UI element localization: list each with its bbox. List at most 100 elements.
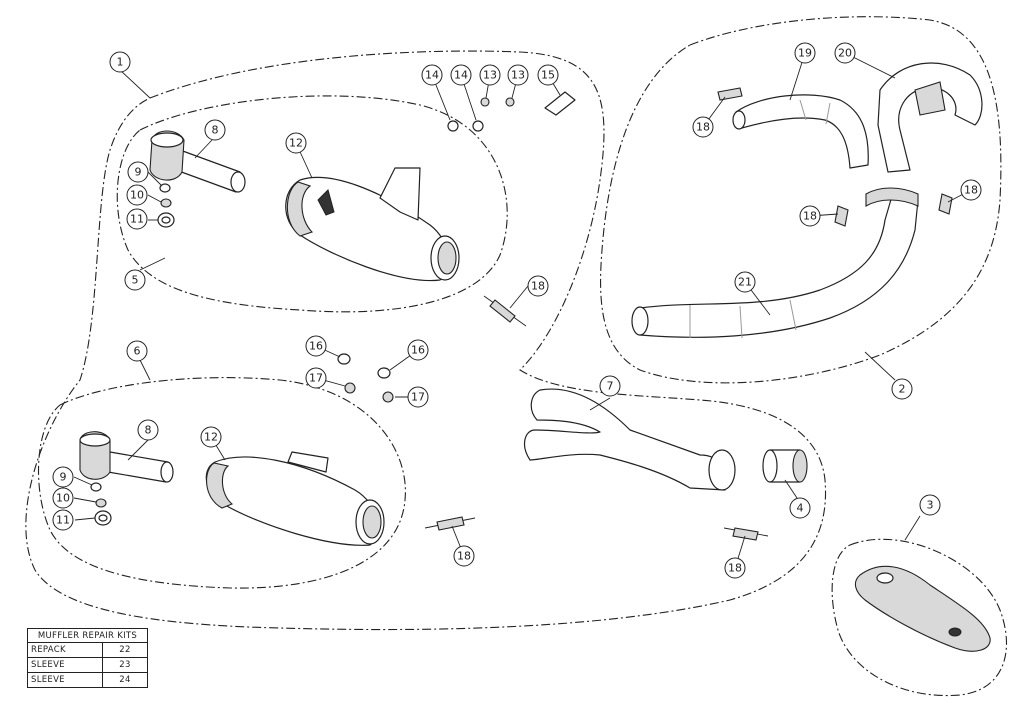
nut-10-upper bbox=[160, 198, 172, 208]
svg-text:1: 1 bbox=[117, 56, 124, 69]
washer-16b bbox=[377, 367, 391, 379]
link-pipe-upper bbox=[149, 130, 246, 193]
svg-text:12: 12 bbox=[204, 431, 218, 444]
svg-text:4: 4 bbox=[797, 502, 804, 515]
nut-13a bbox=[480, 97, 490, 107]
svg-text:11: 11 bbox=[130, 213, 144, 226]
heat-shield bbox=[854, 565, 991, 652]
svg-text:18: 18 bbox=[728, 562, 742, 575]
bolt-17a bbox=[344, 382, 356, 394]
svg-text:21: 21 bbox=[738, 276, 752, 289]
callout-9-lower: 9 bbox=[52, 466, 74, 488]
table-row: REPACK 22 bbox=[27, 642, 148, 658]
callout-5: 5 bbox=[124, 269, 146, 291]
muffler-upper bbox=[285, 167, 460, 282]
callout-18-mid: 18 bbox=[799, 205, 821, 227]
callout-16b: 16 bbox=[407, 339, 429, 361]
svg-text:7: 7 bbox=[607, 380, 614, 393]
callout-11-lower: 11 bbox=[52, 509, 74, 531]
svg-text:16: 16 bbox=[411, 344, 425, 357]
kit-item: SLEEVE bbox=[27, 672, 103, 688]
spring-18-group2 bbox=[717, 87, 953, 227]
washer-9-upper bbox=[159, 183, 171, 193]
svg-text:9: 9 bbox=[60, 471, 67, 484]
svg-text:10: 10 bbox=[130, 189, 144, 202]
svg-text:20: 20 bbox=[838, 47, 852, 60]
nut-13b bbox=[505, 97, 515, 107]
spring-18-lower-right bbox=[723, 527, 769, 541]
table-title: MUFFLER REPAIR KITS bbox=[27, 628, 148, 643]
sensor-plug-15 bbox=[544, 91, 576, 116]
header-pipe-19 bbox=[732, 94, 869, 169]
y-pipe bbox=[523, 388, 736, 491]
callout-13a: 13 bbox=[479, 64, 501, 86]
svg-text:14: 14 bbox=[425, 69, 439, 82]
callout-15: 15 bbox=[537, 64, 559, 86]
group-boundary-6 bbox=[37, 377, 406, 589]
callout-13b: 13 bbox=[507, 64, 529, 86]
group-boundary-1 bbox=[25, 50, 827, 631]
callout-12-upper: 12 bbox=[285, 132, 307, 154]
callout-9-upper: 9 bbox=[127, 161, 149, 183]
svg-text:12: 12 bbox=[289, 137, 303, 150]
svg-text:19: 19 bbox=[798, 47, 812, 60]
nut-10-lower bbox=[95, 498, 107, 508]
svg-text:18: 18 bbox=[803, 210, 817, 223]
grommet-11-upper bbox=[157, 212, 175, 228]
washer-9-lower bbox=[90, 482, 102, 492]
link-pipe-lower bbox=[79, 431, 174, 483]
svg-text:3: 3 bbox=[927, 499, 934, 512]
callout-10-lower: 10 bbox=[52, 487, 74, 509]
callout-17b: 17 bbox=[407, 386, 429, 408]
callout-14b: 14 bbox=[450, 64, 472, 86]
callout-8-upper: 8 bbox=[204, 119, 226, 141]
callout-12-lower: 12 bbox=[200, 426, 222, 448]
svg-text:15: 15 bbox=[541, 69, 555, 82]
sleeve-4 bbox=[762, 449, 808, 483]
svg-text:5: 5 bbox=[132, 274, 139, 287]
callout-3: 3 bbox=[919, 494, 941, 516]
callout-4: 4 bbox=[789, 497, 811, 519]
callout-6: 6 bbox=[126, 340, 148, 362]
svg-text:18: 18 bbox=[964, 184, 978, 197]
group-boundary-3 bbox=[831, 538, 1007, 697]
callout-10-upper: 10 bbox=[126, 184, 148, 206]
callout-19: 19 bbox=[794, 42, 816, 64]
washer-14b bbox=[472, 120, 484, 132]
svg-text:17: 17 bbox=[411, 391, 425, 404]
header-pipe-21 bbox=[631, 187, 919, 339]
svg-text:17: 17 bbox=[309, 372, 323, 385]
svg-text:13: 13 bbox=[511, 69, 525, 82]
kit-item: SLEEVE bbox=[27, 657, 103, 673]
callout-8-lower: 8 bbox=[137, 419, 159, 441]
callout-21: 21 bbox=[734, 271, 756, 293]
table-row: SLEEVE 23 bbox=[27, 657, 148, 673]
muffler-lower bbox=[205, 451, 385, 546]
callout-18-lower-left: 18 bbox=[453, 545, 475, 567]
table-header-row: MUFFLER REPAIR KITS bbox=[27, 628, 148, 643]
svg-text:10: 10 bbox=[56, 492, 70, 505]
washer-14a bbox=[447, 120, 459, 132]
muffler-repair-kits-table: MUFFLER REPAIR KITS REPACK 22 SLEEVE 23 … bbox=[27, 628, 148, 688]
svg-text:8: 8 bbox=[212, 124, 219, 137]
header-pipe-20 bbox=[877, 62, 983, 173]
svg-text:13: 13 bbox=[483, 69, 497, 82]
callout-18-top-left: 18 bbox=[692, 116, 714, 138]
svg-text:2: 2 bbox=[899, 383, 906, 396]
svg-text:14: 14 bbox=[454, 69, 468, 82]
svg-text:16: 16 bbox=[309, 340, 323, 353]
callout-18-center: 18 bbox=[527, 275, 549, 297]
svg-text:11: 11 bbox=[56, 514, 70, 527]
washer-16a bbox=[337, 353, 351, 365]
callout-20: 20 bbox=[834, 42, 856, 64]
svg-text:9: 9 bbox=[135, 166, 142, 179]
svg-text:6: 6 bbox=[134, 345, 141, 358]
bolt-17b bbox=[382, 391, 394, 403]
grommet-11-lower bbox=[94, 510, 112, 526]
svg-text:18: 18 bbox=[696, 121, 710, 134]
callout-11-upper: 11 bbox=[126, 208, 148, 230]
callout-1: 1 bbox=[109, 51, 131, 73]
callout-7: 7 bbox=[599, 375, 621, 397]
svg-text:18: 18 bbox=[531, 280, 545, 293]
